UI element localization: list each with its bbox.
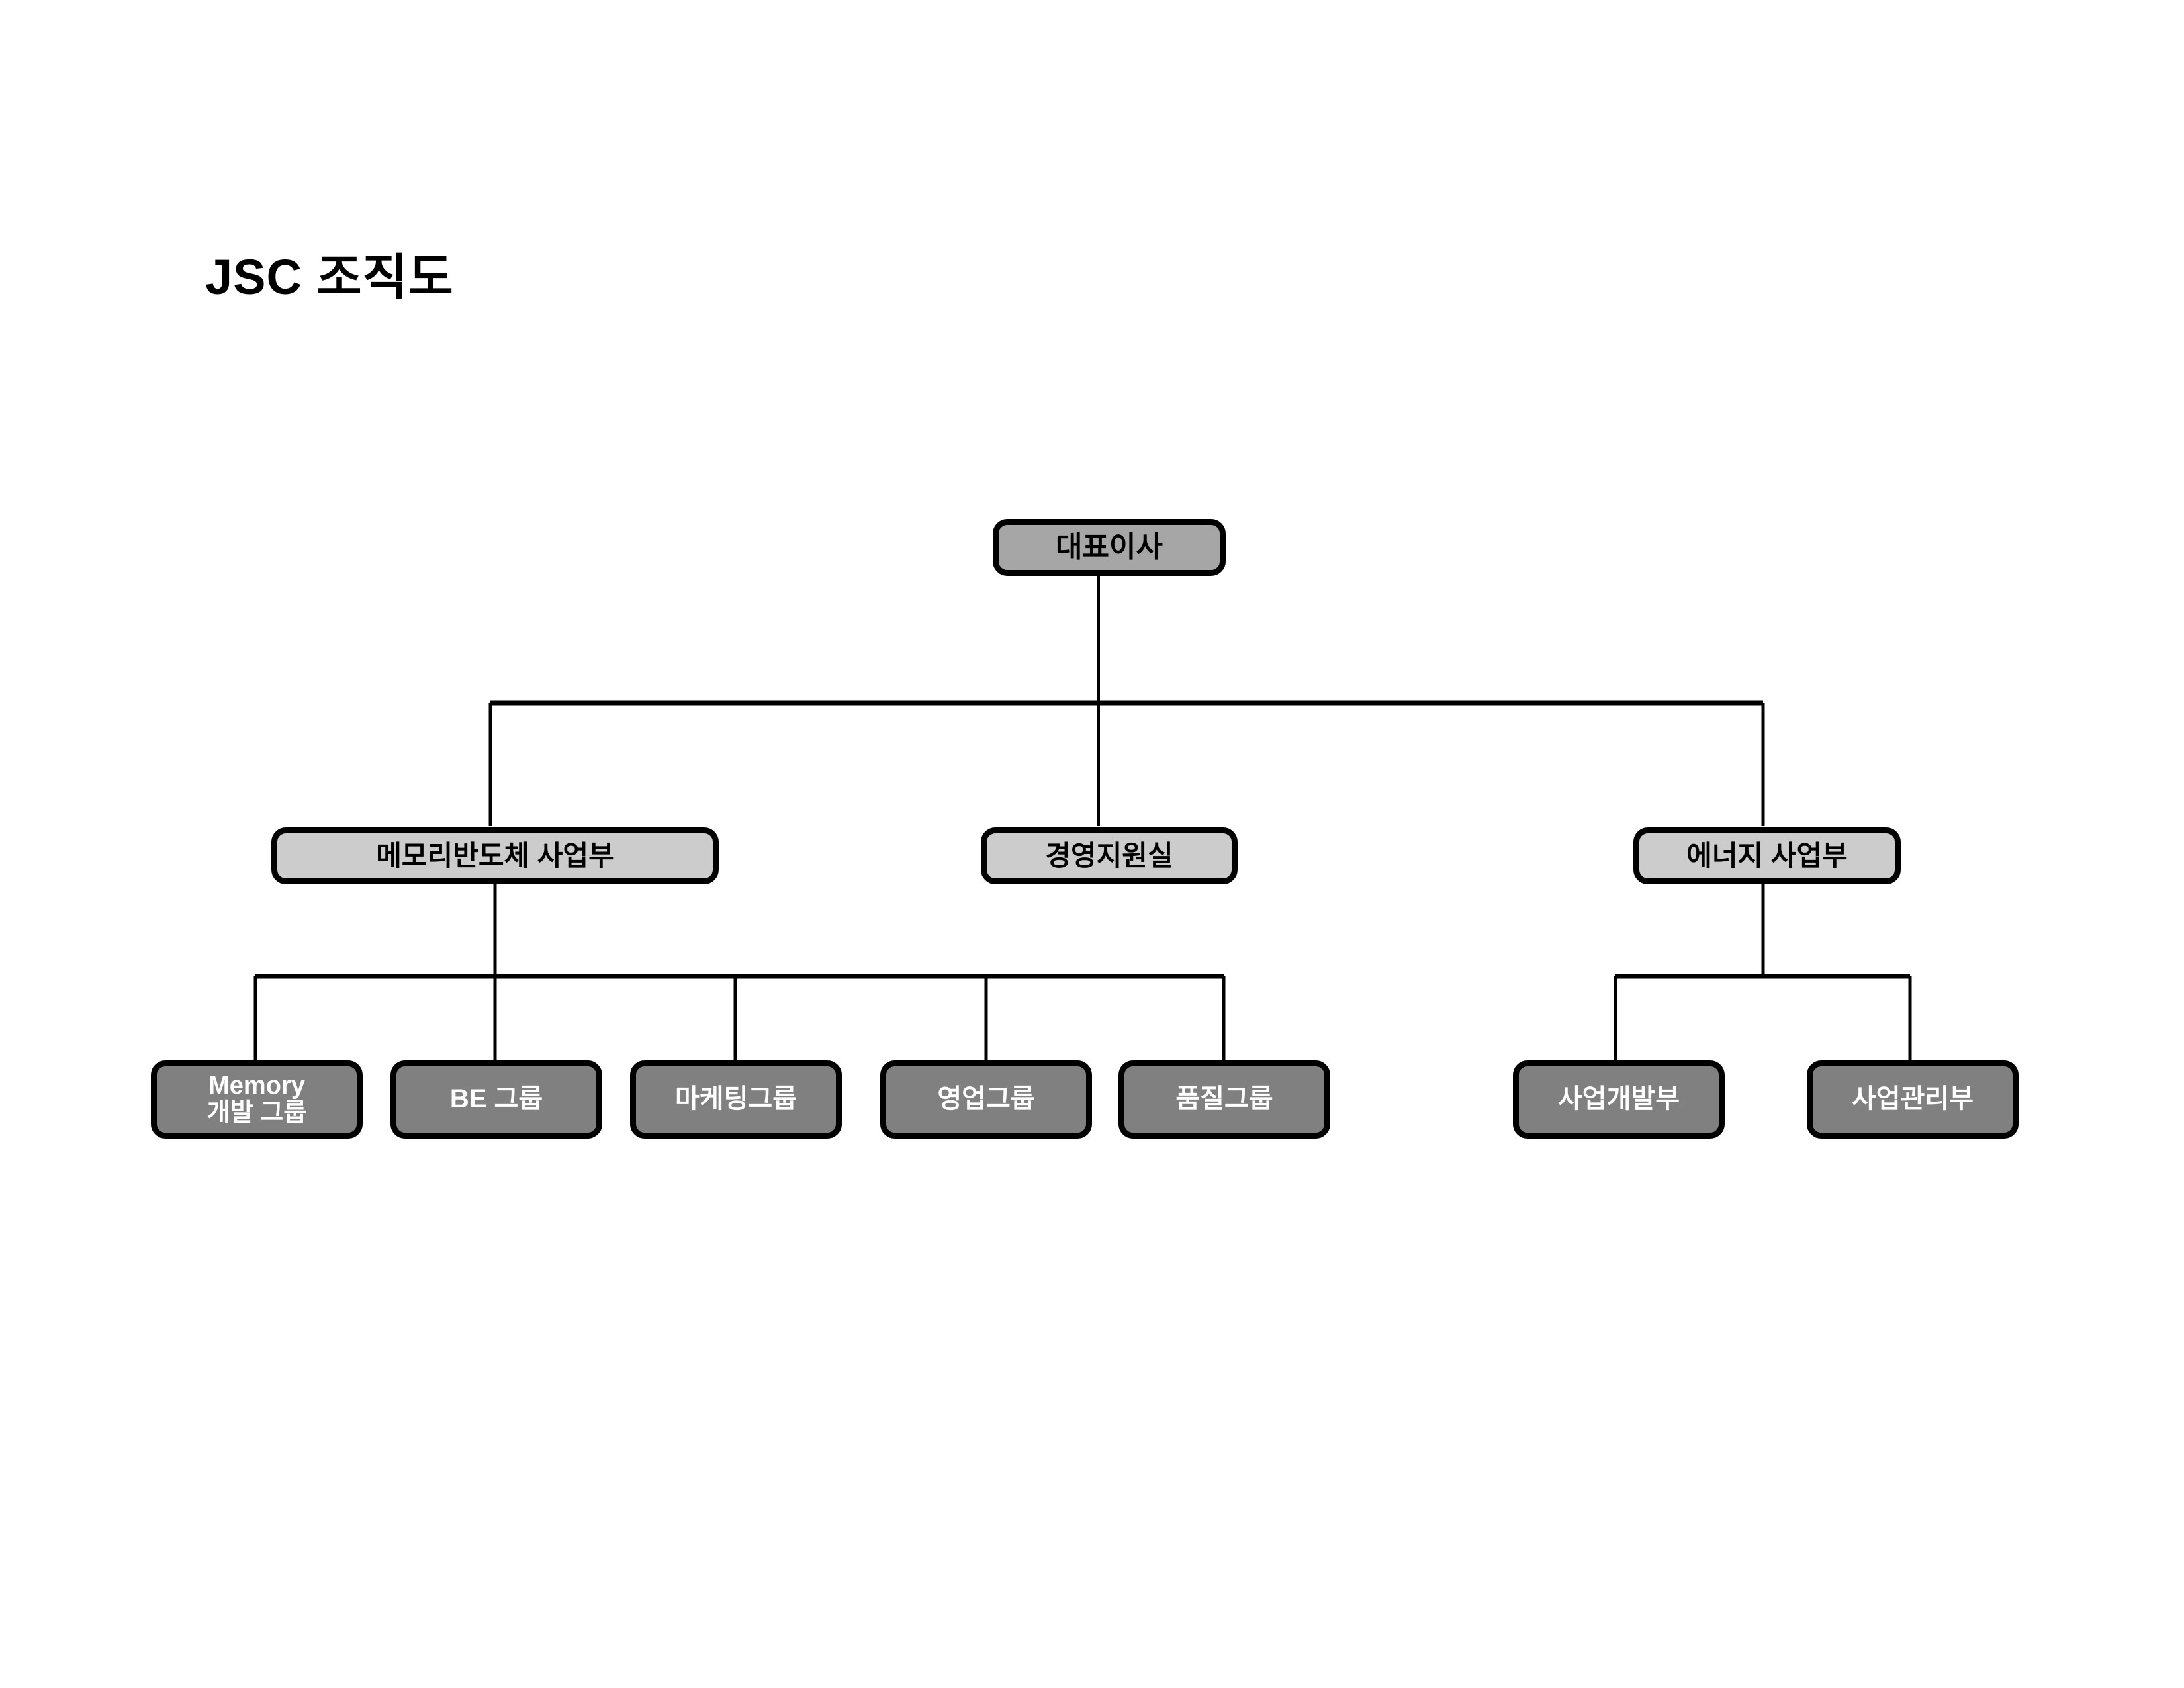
node-quality-group-label: 품질그룹 (1175, 1084, 1273, 1114)
node-memory-semiconductor-division-label: 메모리반도체 사업부 (376, 840, 614, 872)
node-management-support-office[interactable]: 경영지원실 (981, 827, 1238, 884)
node-business-development-dept[interactable]: 사업개발부 (1513, 1060, 1725, 1139)
node-quality-group[interactable]: 품질그룹 (1118, 1060, 1330, 1139)
node-be-group-label: BE 그룹 (449, 1084, 543, 1114)
node-ceo[interactable]: 대표이사 (993, 519, 1226, 576)
node-business-management-dept[interactable]: 사업관리부 (1807, 1060, 2019, 1139)
node-sales-group[interactable]: 영업그룹 (880, 1060, 1092, 1139)
node-marketing-group[interactable]: 마케팅그룹 (630, 1060, 842, 1139)
node-business-management-dept-label: 사업관리부 (1852, 1084, 1974, 1114)
node-memory-dev-group[interactable]: Memory 개발 그룹 (151, 1060, 363, 1139)
node-be-group[interactable]: BE 그룹 (390, 1060, 602, 1139)
page-title: JSC 조직도 (205, 250, 454, 305)
node-energy-division[interactable]: 에너지 사업부 (1633, 827, 1901, 884)
node-ceo-label: 대표이사 (1056, 531, 1163, 564)
node-marketing-group-label: 마케팅그룹 (675, 1084, 797, 1114)
node-memory-dev-group-label: Memory 개발 그룹 (206, 1071, 307, 1127)
node-management-support-office-label: 경영지원실 (1045, 840, 1173, 872)
node-sales-group-label: 영업그룹 (937, 1084, 1035, 1114)
node-energy-division-label: 에너지 사업부 (1686, 840, 1848, 872)
node-business-development-dept-label: 사업개발부 (1558, 1084, 1680, 1114)
node-memory-semiconductor-division[interactable]: 메모리반도체 사업부 (271, 827, 719, 884)
